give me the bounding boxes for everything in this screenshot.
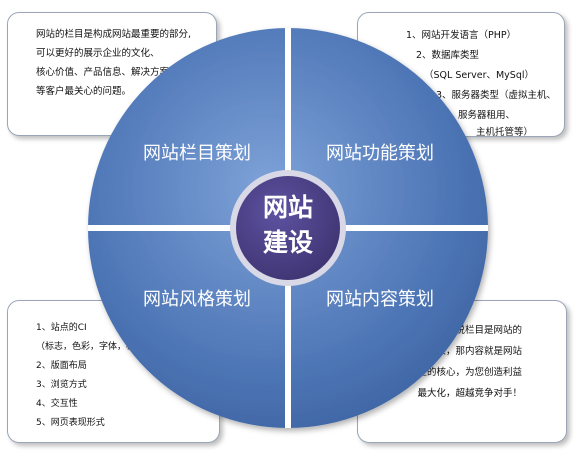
textbox-line: 如果说栏目是网站的: [436, 325, 522, 336]
textbox-line: 2、版面布局: [36, 361, 87, 371]
quadrant-label-column-planning: 网站栏目策划: [143, 143, 251, 164]
center-title-line2: 建设: [263, 228, 313, 257]
quadrant-label-style-planning: 网站风格策划: [143, 289, 251, 310]
textbox-line: 1、站点的CI: [36, 323, 87, 333]
textbox-line: 最大化，超越竞争对手！: [417, 388, 522, 399]
textbox-line: 4、交互性: [36, 399, 78, 409]
textbox-line: 5、网页表现形式: [36, 418, 105, 428]
textbox-line: 1、网站开发语言（PHP）: [406, 30, 517, 41]
textbox-line: （SQL Server、MySql）: [424, 70, 534, 81]
quadrant-label-function-planning: 网站功能策划: [326, 143, 434, 164]
textbox-line: 等客户最关心的问题。: [36, 86, 132, 97]
textbox-line: 骨架，那内容就是网站: [426, 346, 522, 357]
quadrant-label-content-planning: 网站内容策划: [326, 289, 434, 310]
textbox-line: （标志，色彩，字体，标语）: [36, 342, 154, 352]
textbox-line: 2、数据库类型: [416, 50, 480, 61]
textbox-line: 可以更好的展示企业的文化、: [36, 48, 160, 59]
center-circle: [236, 176, 340, 280]
center-title-line1: 网站: [263, 193, 313, 222]
textbox-line: 3、服务器类型（虚拟主机、: [436, 90, 557, 101]
textbox-line: 3、浏览方式: [36, 380, 87, 390]
textbox-line: 核心价值、产品信息、解决方案: [36, 67, 170, 78]
textbox-line: 主机托管等）: [476, 127, 534, 138]
textbox-line: 网站的栏目是构成网站最重要的部分,: [36, 29, 192, 40]
textbox-line: 服务器租用、: [458, 110, 516, 121]
textbox-line: 真正的核心，为您创造利益: [407, 367, 522, 378]
